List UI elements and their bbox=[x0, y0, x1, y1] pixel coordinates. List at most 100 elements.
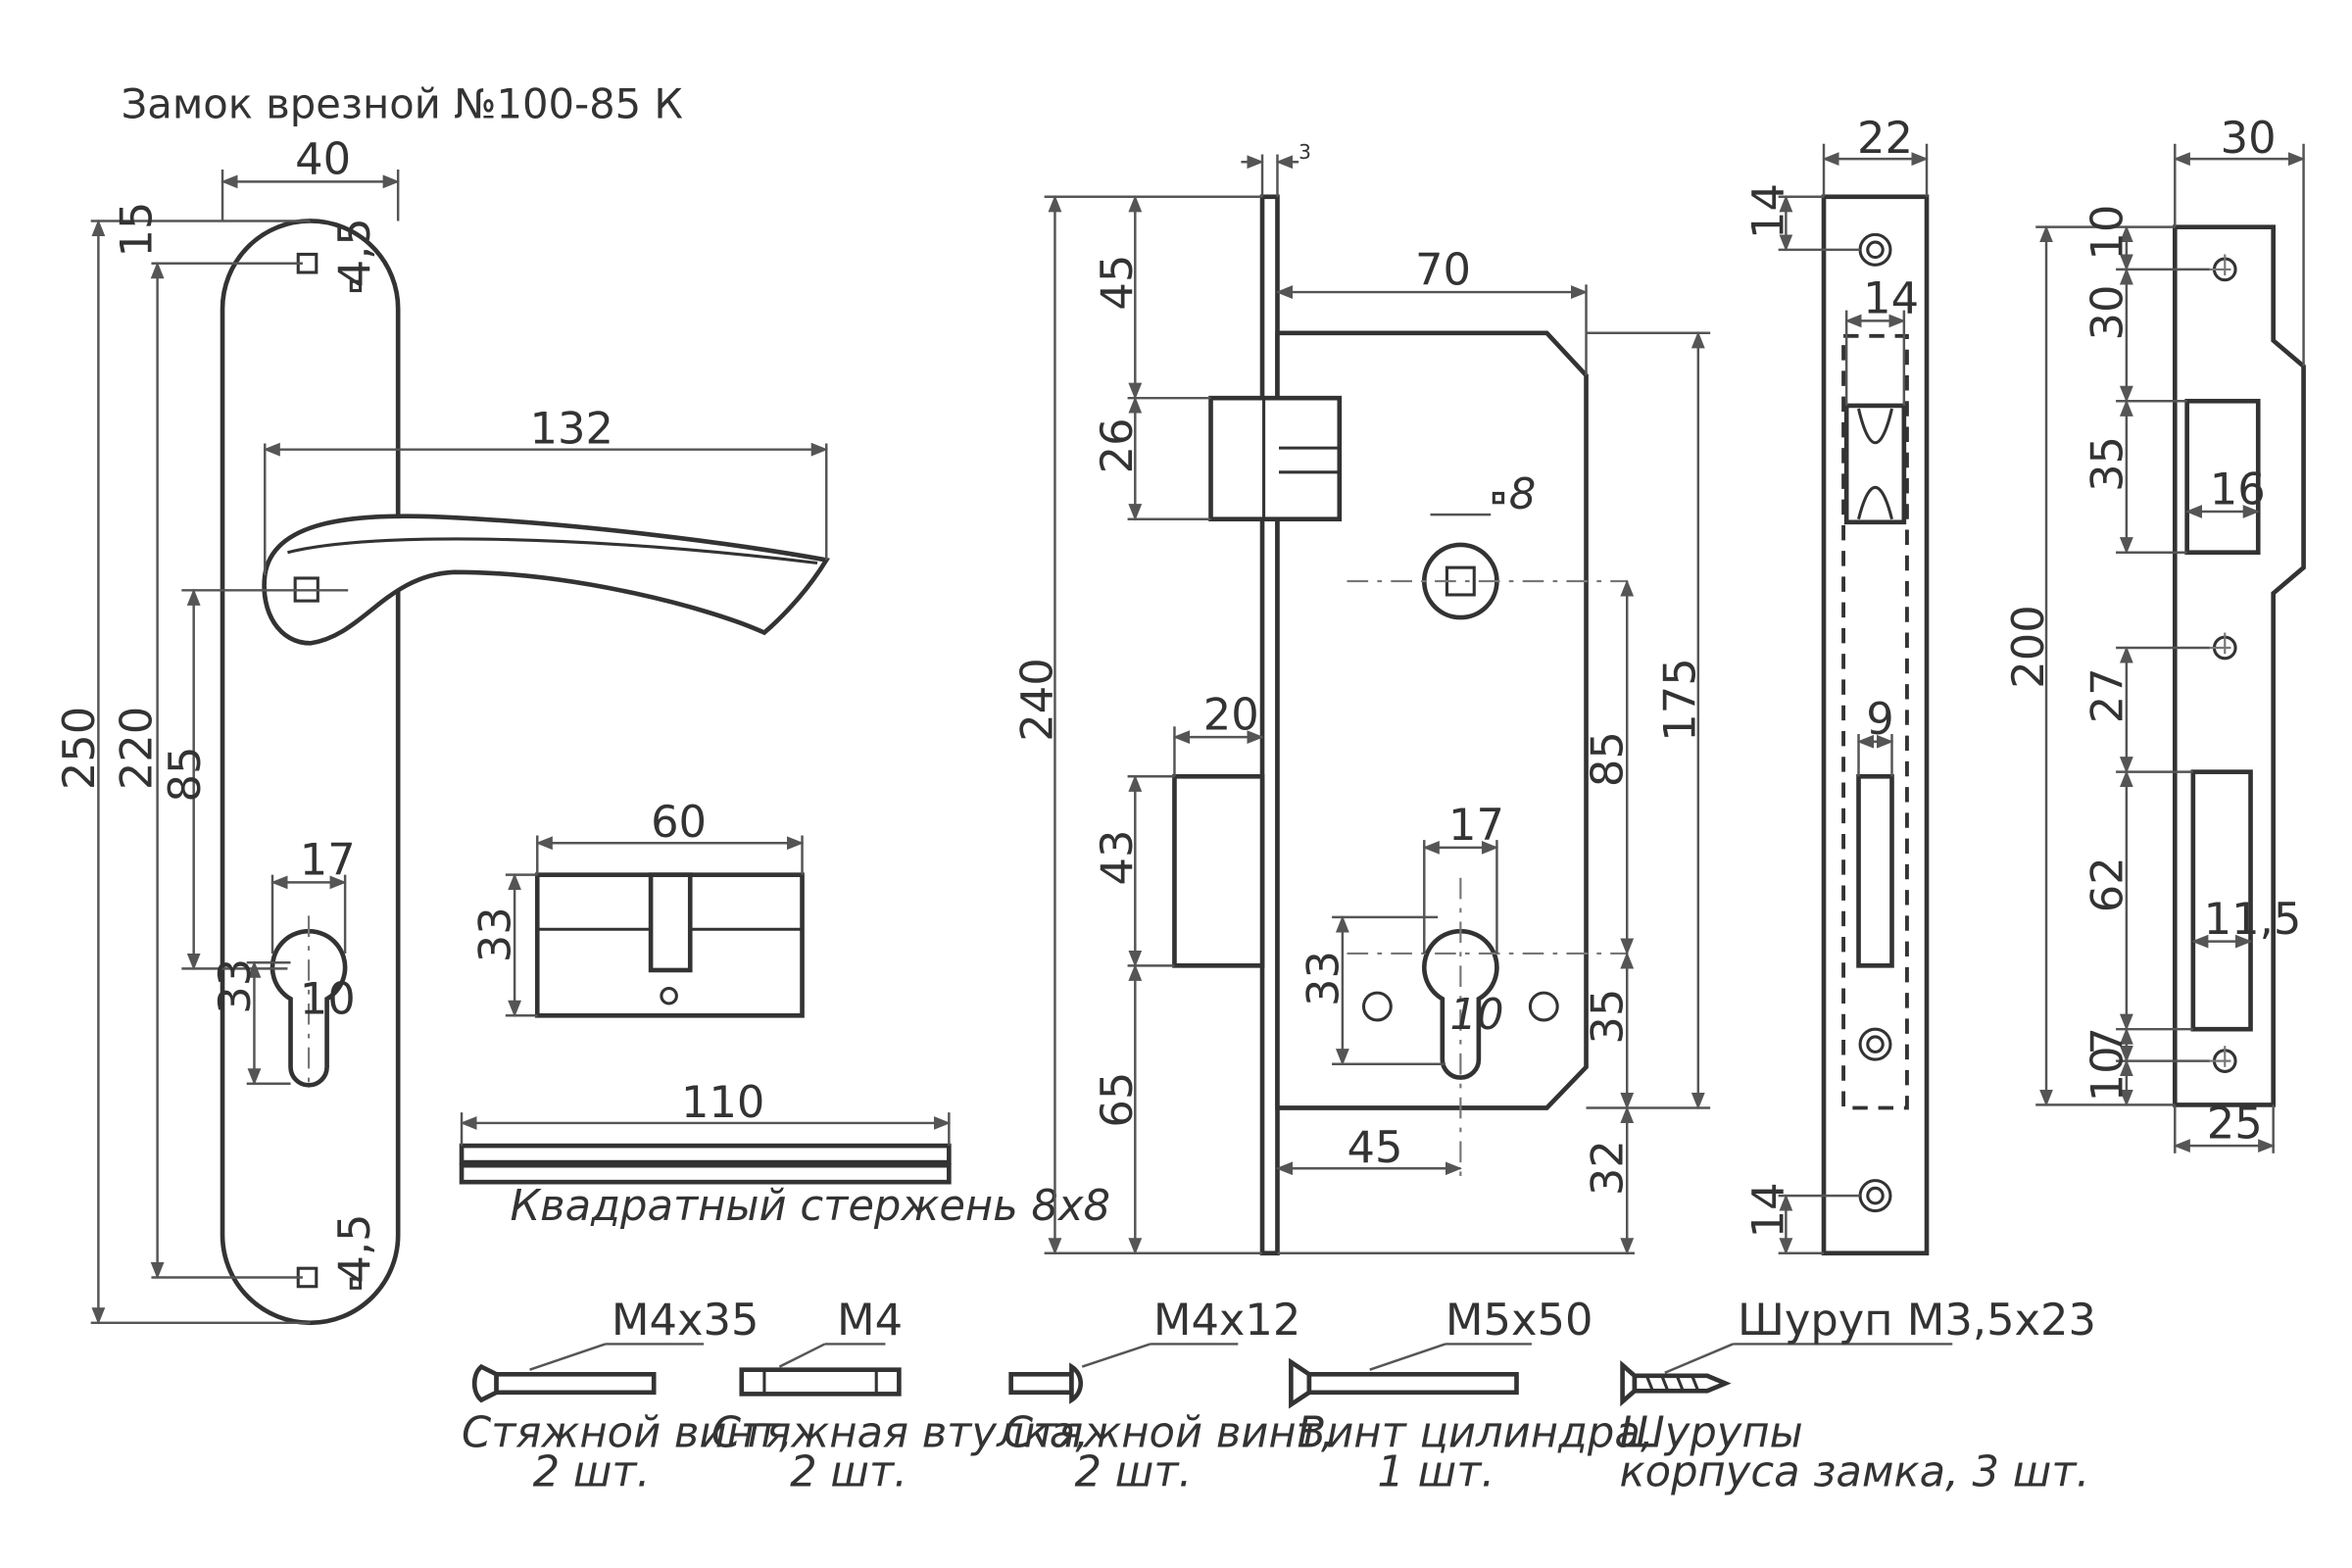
fastener-5-caption2: корпуса замка, 3 шт. bbox=[1620, 1448, 2090, 1497]
spindle-square-label: 8 bbox=[1509, 470, 1537, 519]
strike-top-offset-label: 10 bbox=[2081, 205, 2132, 261]
axis-to-cylinder-label: 85 bbox=[159, 747, 211, 803]
cylinder-cam bbox=[648, 872, 693, 973]
small-hole-top-label: 4,5 bbox=[328, 218, 380, 287]
fastener-wood-screw: Шуруп М3,5х23 Шурупы корпуса замка, 3 шт… bbox=[1620, 1294, 2097, 1496]
bolt-throw-label: 20 bbox=[1203, 688, 1259, 740]
hole-span-label: 220 bbox=[110, 707, 162, 790]
strike-bottom-offset-label: 10 bbox=[2081, 1046, 2132, 1102]
cylinder-view: 60 33 bbox=[468, 796, 805, 1018]
cylinder-cutout bbox=[1421, 928, 1499, 1080]
strike-latch-window-width-label: 16 bbox=[2210, 463, 2266, 514]
bottom-screw-marker bbox=[349, 1277, 363, 1290]
strike-bottom-width-label: 25 bbox=[2207, 1097, 2263, 1149]
top-offset-label: 15 bbox=[110, 202, 162, 258]
faceplate-bottom-hole-label: 14 bbox=[1741, 1182, 1793, 1238]
lever-length-label: 132 bbox=[530, 403, 613, 455]
bolt-window-width-label: 9 bbox=[1866, 693, 1893, 745]
faceplate-top-hole-label: 14 bbox=[1741, 183, 1793, 239]
fastener-3-caption2: 2 шт. bbox=[1075, 1448, 1193, 1497]
bolt-height-label: 43 bbox=[1091, 830, 1143, 886]
body-screw-left bbox=[1361, 991, 1393, 1022]
body-cylinder-slot-label: 10 bbox=[1450, 991, 1504, 1040]
lock-faceplate bbox=[1259, 194, 1280, 1256]
fastener-4-caption2: 1 шт. bbox=[1377, 1448, 1494, 1497]
strike-bottom-gap-label: 7 bbox=[2081, 1027, 2132, 1054]
keyhole-slot-label: 10 bbox=[300, 973, 356, 1025]
cylinder-length-label: 60 bbox=[651, 796, 707, 848]
fastener-1-caption1: Стяжной винт, bbox=[462, 1408, 793, 1457]
fastener-2-size: М4 bbox=[837, 1294, 903, 1346]
spindle-length-label: 110 bbox=[681, 1076, 764, 1128]
latch-window-width-label: 14 bbox=[1863, 272, 1919, 324]
fastener-m4x12: М4х12 Стяжной винт, 2 шт. bbox=[1004, 1294, 1335, 1496]
center-distance-label: 85 bbox=[1582, 731, 1634, 787]
fastener-5-size: Шуруп М3,5х23 bbox=[1738, 1294, 2096, 1346]
faceplate-hole-mid bbox=[1858, 1027, 1892, 1061]
cylinder-screw-hole bbox=[660, 986, 678, 1005]
strike-gap1-label: 30 bbox=[2081, 285, 2132, 341]
body-cylinder-height-label: 33 bbox=[1297, 951, 1348, 1006]
fastener-3-caption1: Стяжной винт, bbox=[1004, 1408, 1335, 1457]
handle-backplate bbox=[220, 219, 401, 1326]
body-screw-right bbox=[1528, 991, 1559, 1022]
lock-body-view: 3 70 240 45 26 43 65 20 8 175 85 35 bbox=[1010, 140, 1711, 1256]
fastener-m4: М4 Стяжная втулка, 2 шт. bbox=[711, 1294, 1089, 1496]
strike-latch-window-label: 35 bbox=[2081, 436, 2132, 492]
lock-case bbox=[1275, 330, 1589, 1110]
drawing-title: Замок врезной №100-85 К bbox=[122, 79, 683, 127]
fastener-m4x35: М4х35 Стяжной винт, 2 шт. bbox=[462, 1294, 793, 1496]
strike-gap2-label: 27 bbox=[2081, 667, 2132, 723]
top-to-latch-label: 45 bbox=[1091, 255, 1143, 311]
fastener-1-caption2: 2 шт. bbox=[533, 1448, 651, 1497]
faceplate-front-view: 22 14 14 14 9 bbox=[1741, 112, 1930, 1256]
plate-width-label: 40 bbox=[295, 133, 351, 185]
fastener-2-caption2: 2 шт. bbox=[790, 1448, 907, 1497]
fasteners-row: М4х35 Стяжной винт, 2 шт. М4 Стяжная вту… bbox=[462, 1294, 2096, 1496]
body-to-bottom-label: 32 bbox=[1582, 1140, 1634, 1196]
strike-plate-view: 30 25 200 10 30 35 27 62 7 10 16 11,5 bbox=[2002, 112, 2306, 1153]
strike-bolt-window-label: 62 bbox=[2081, 857, 2132, 912]
fastener-2-caption1: Стяжная втулка, bbox=[711, 1408, 1089, 1457]
faceplate-thickness-label: 3 bbox=[1298, 140, 1311, 164]
fastener-1-size: М4х35 bbox=[612, 1294, 760, 1346]
spindle-view: 110 Квадратный стержень 8х8 bbox=[459, 1076, 1110, 1231]
lock-depth-label: 70 bbox=[1415, 243, 1471, 295]
fastener-5-caption1: Шурупы bbox=[1620, 1408, 1803, 1457]
faceplate-width-label: 22 bbox=[1857, 112, 1913, 164]
strike-bolt-window bbox=[2190, 769, 2253, 1032]
spindle-bar-top bbox=[459, 1143, 952, 1165]
strike-latch-window bbox=[2184, 398, 2261, 556]
strike-height-label: 200 bbox=[2002, 605, 2054, 688]
small-hole-bottom-label: 4,5 bbox=[328, 1213, 380, 1283]
bolt-window bbox=[1856, 773, 1894, 968]
fastener-m5x50: М5х50 Винт цилиндра, 1 шт. bbox=[1289, 1294, 1654, 1497]
lever-edge bbox=[287, 537, 818, 565]
keyhole-width-label: 17 bbox=[300, 834, 356, 886]
latch-height-label: 26 bbox=[1091, 417, 1143, 473]
faceplate-outline-dashed bbox=[1841, 333, 1909, 1110]
fastener-4-caption1: Винт цилиндра, bbox=[1298, 1408, 1654, 1457]
latch-bolt bbox=[1208, 395, 1343, 522]
handle-plate-view: 40 250 220 15 4,5 4,5 132 85 17 33 10 bbox=[53, 133, 830, 1326]
body-cylinder-width-label: 17 bbox=[1448, 799, 1504, 851]
dead-bolt bbox=[1172, 773, 1265, 968]
strike-width-label: 30 bbox=[2221, 112, 2277, 164]
spindle-caption: Квадратный стержень 8х8 bbox=[510, 1182, 1110, 1231]
plate-height-label: 250 bbox=[53, 707, 105, 790]
backset-label: 45 bbox=[1348, 1121, 1403, 1173]
fastener-3-size: М4х12 bbox=[1153, 1294, 1301, 1346]
cylinder-height-label: 33 bbox=[468, 906, 520, 962]
bottom-to-bolt-label: 65 bbox=[1091, 1072, 1143, 1128]
cylinder-to-bottom-label: 35 bbox=[1582, 989, 1634, 1045]
strike-bolt-window-width-label: 11,5 bbox=[2204, 893, 2302, 945]
lever-handle bbox=[262, 514, 830, 646]
spindle-bar-bottom bbox=[459, 1162, 952, 1185]
lock-total-height-label: 240 bbox=[1010, 658, 1062, 741]
faceplate-front bbox=[1821, 194, 1930, 1256]
latch-window bbox=[1843, 403, 1907, 525]
keyhole-height-label: 33 bbox=[209, 958, 261, 1014]
fastener-4-size: М5х50 bbox=[1446, 1294, 1593, 1346]
body-height-label: 175 bbox=[1654, 658, 1706, 741]
